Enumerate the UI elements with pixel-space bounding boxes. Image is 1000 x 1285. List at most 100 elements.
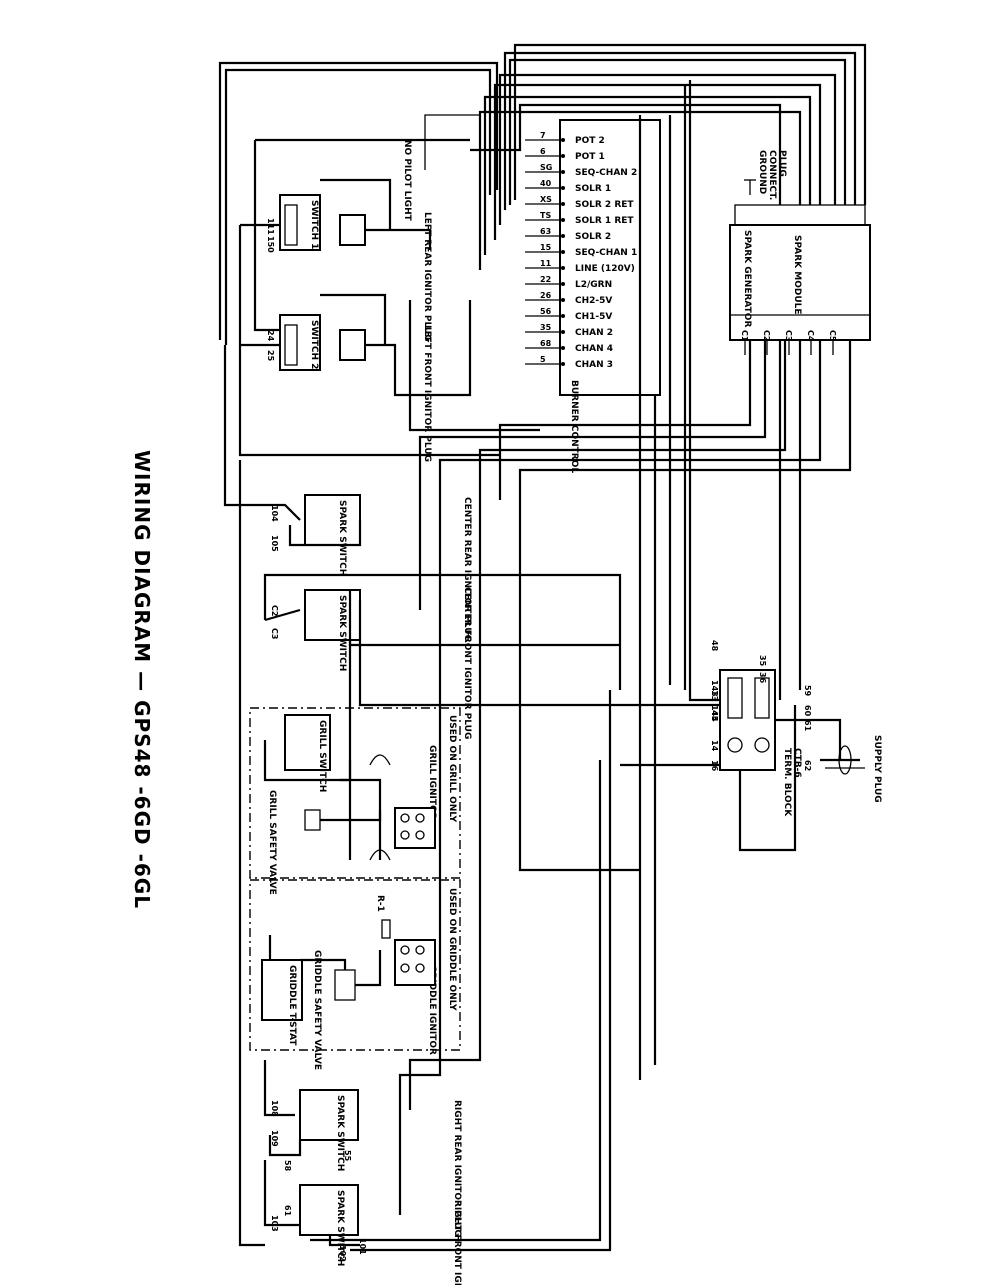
- spark-module: SPARK MODULE SPARK GENERATOR GROUND CONN…: [729, 150, 871, 341]
- terminal-wire-number: TS: [540, 211, 551, 220]
- spark-port-label: C4: [806, 330, 815, 342]
- wire-number: 16: [710, 760, 719, 772]
- pilot-wiring: [238, 138, 540, 457]
- burner-terminal-label: POT 2: [575, 136, 605, 146]
- grill-switch-label: GRILL SWITCH: [317, 720, 327, 792]
- griddle-safety-valve-label: GRIDDLE SAFETY VALVE: [312, 950, 322, 1070]
- burner-terminal-label: CHAN 4: [575, 344, 613, 354]
- wire-number: 102: [338, 1245, 347, 1262]
- terminal-wire-number: 40: [540, 179, 552, 188]
- wire-number: 25: [266, 350, 275, 362]
- connect-label: CONNECT.: [767, 150, 777, 200]
- spark-switch-right-front: SPARK SWITCH: [263, 1160, 360, 1266]
- terminal-wire-number: XS: [540, 195, 552, 204]
- wire-number: C2: [270, 605, 279, 616]
- terminal-wire-number: 7: [540, 131, 546, 140]
- supply-plug-label: SUPPLY PLUG: [872, 735, 882, 803]
- terminal-dot: [561, 170, 565, 174]
- wire-number: 104: [270, 505, 279, 522]
- supply-plug: SUPPLY PLUG: [738, 705, 882, 852]
- griddle-ignitor-label: GRIDDLE IGNITOR: [427, 965, 437, 1055]
- spark-port-label: C3: [784, 330, 793, 341]
- no-pilot-light-label: NO PILOT LIGHT: [402, 140, 412, 222]
- griddle-tstat-label: GRIDDLE T-STAT: [287, 965, 297, 1046]
- wire-number: 36: [758, 672, 767, 684]
- terminal-block-sub: CTB-6: [792, 748, 802, 778]
- wire-number: 24: [266, 330, 275, 342]
- wire-number: 61: [283, 1205, 292, 1217]
- terminal-block-label: TERM. BLOCK: [782, 748, 792, 817]
- terminal-block: TERM. BLOCK CTB-6: [719, 669, 802, 817]
- burner-terminal-label: SEQ-CHAN 1: [575, 248, 637, 258]
- wire-number: 150: [266, 236, 275, 253]
- griddle-section: USED ON GRIDDLE ONLY GRIDDLE IGNITOR R-1…: [249, 879, 461, 1070]
- burner-terminal-label: CH2-5V: [575, 296, 612, 306]
- wire-number: 55: [343, 1150, 352, 1162]
- wire-number: 62: [803, 760, 812, 771]
- wire-number: 101: [358, 1238, 367, 1255]
- right-rear-ignitor-label: RIGHT REAR IGNITOR PLUG: [452, 1100, 462, 1237]
- wire-number: 103: [270, 1215, 279, 1232]
- pilot-switch-2: SWITCH 2: [279, 314, 366, 371]
- pilot-switch-1-label: SWITCH 1: [309, 200, 319, 249]
- burner-terminal-label: SEQ-CHAN 2: [575, 168, 637, 178]
- spark-switch-right-front-label: SPARK SWITCH: [335, 1190, 345, 1266]
- grill-used-on-label: USED ON GRILL ONLY: [447, 715, 457, 823]
- spark-port-label: C2: [762, 330, 771, 341]
- terminal-wire-number: 26: [540, 291, 552, 300]
- terminal-dot: [561, 298, 565, 302]
- terminal-dot: [561, 154, 565, 158]
- terminal-dot: [561, 250, 565, 254]
- wire-number: 48: [710, 640, 719, 652]
- wire-number: 60: [803, 705, 812, 717]
- terminal-dot: [561, 202, 565, 206]
- terminal-dot: [561, 314, 565, 318]
- burner-terminal-label: SOLR 1 RET: [575, 216, 634, 226]
- terminal-dot: [561, 218, 565, 222]
- spark-switch-center-front: SPARK SWITCH: [263, 573, 622, 690]
- terminal-dot: [561, 186, 565, 190]
- ground-label: GROUND: [757, 150, 767, 194]
- spark-switch-right-rear: SPARK SWITCH: [263, 1060, 359, 1171]
- spark-switch-center-front-label: SPARK SWITCH: [337, 595, 347, 671]
- terminal-dot: [561, 234, 565, 238]
- plug-label: PLUG: [777, 150, 787, 177]
- terminal-wire-number: 6: [540, 147, 546, 156]
- wire-number: 13: [710, 690, 719, 701]
- wire-number: 58: [283, 1160, 292, 1172]
- wire-number: 109: [270, 1130, 279, 1147]
- center-harness: [238, 80, 802, 1252]
- griddle-used-on-label: USED ON GRIDDLE ONLY: [447, 888, 457, 1011]
- diagram-title: WIRING DIAGRAM — GPS48 -6GD -6GL: [130, 450, 154, 909]
- burner-terminal-label: CH1-5V: [575, 312, 612, 322]
- grill-safety-valve-label: GRILL SAFETY VALVE: [267, 790, 277, 895]
- wire-number: 61: [803, 720, 812, 732]
- spark-outputs: [398, 340, 852, 1215]
- wire-number: 35: [758, 655, 767, 667]
- wire-number: 105: [270, 535, 279, 552]
- wire-number: 143: [710, 680, 719, 697]
- grill-section: USED ON GRILL ONLY GRILL IGNITOR GRILL S…: [249, 707, 461, 895]
- wire-number: 14: [710, 740, 719, 752]
- burner-terminal-label: L2/GRN: [575, 280, 612, 290]
- terminal-dot: [561, 266, 565, 270]
- terminal-wire-number: 15: [540, 243, 552, 252]
- right-front-ignitor-label: RIGHT FRONT IGNITOR PLUG: [452, 1200, 462, 1285]
- terminal-wire-number: SG: [540, 163, 552, 172]
- spark-module-label: SPARK MODULE: [792, 235, 802, 315]
- terminal-dot: [561, 362, 565, 366]
- terminal-wire-number: 11: [540, 259, 552, 268]
- terminal-wire-number: 68: [540, 339, 552, 348]
- wire-number: 144: [710, 705, 719, 722]
- griddle-resistor-label: R-1: [375, 895, 385, 912]
- terminal-wire-number: 35: [540, 323, 552, 332]
- spark-port-label: C1: [740, 330, 749, 342]
- terminal-dot: [561, 330, 565, 334]
- terminal-wire-number: 56: [540, 307, 552, 316]
- terminal-dot: [561, 282, 565, 286]
- burner-terminal-label: POT 1: [575, 152, 605, 162]
